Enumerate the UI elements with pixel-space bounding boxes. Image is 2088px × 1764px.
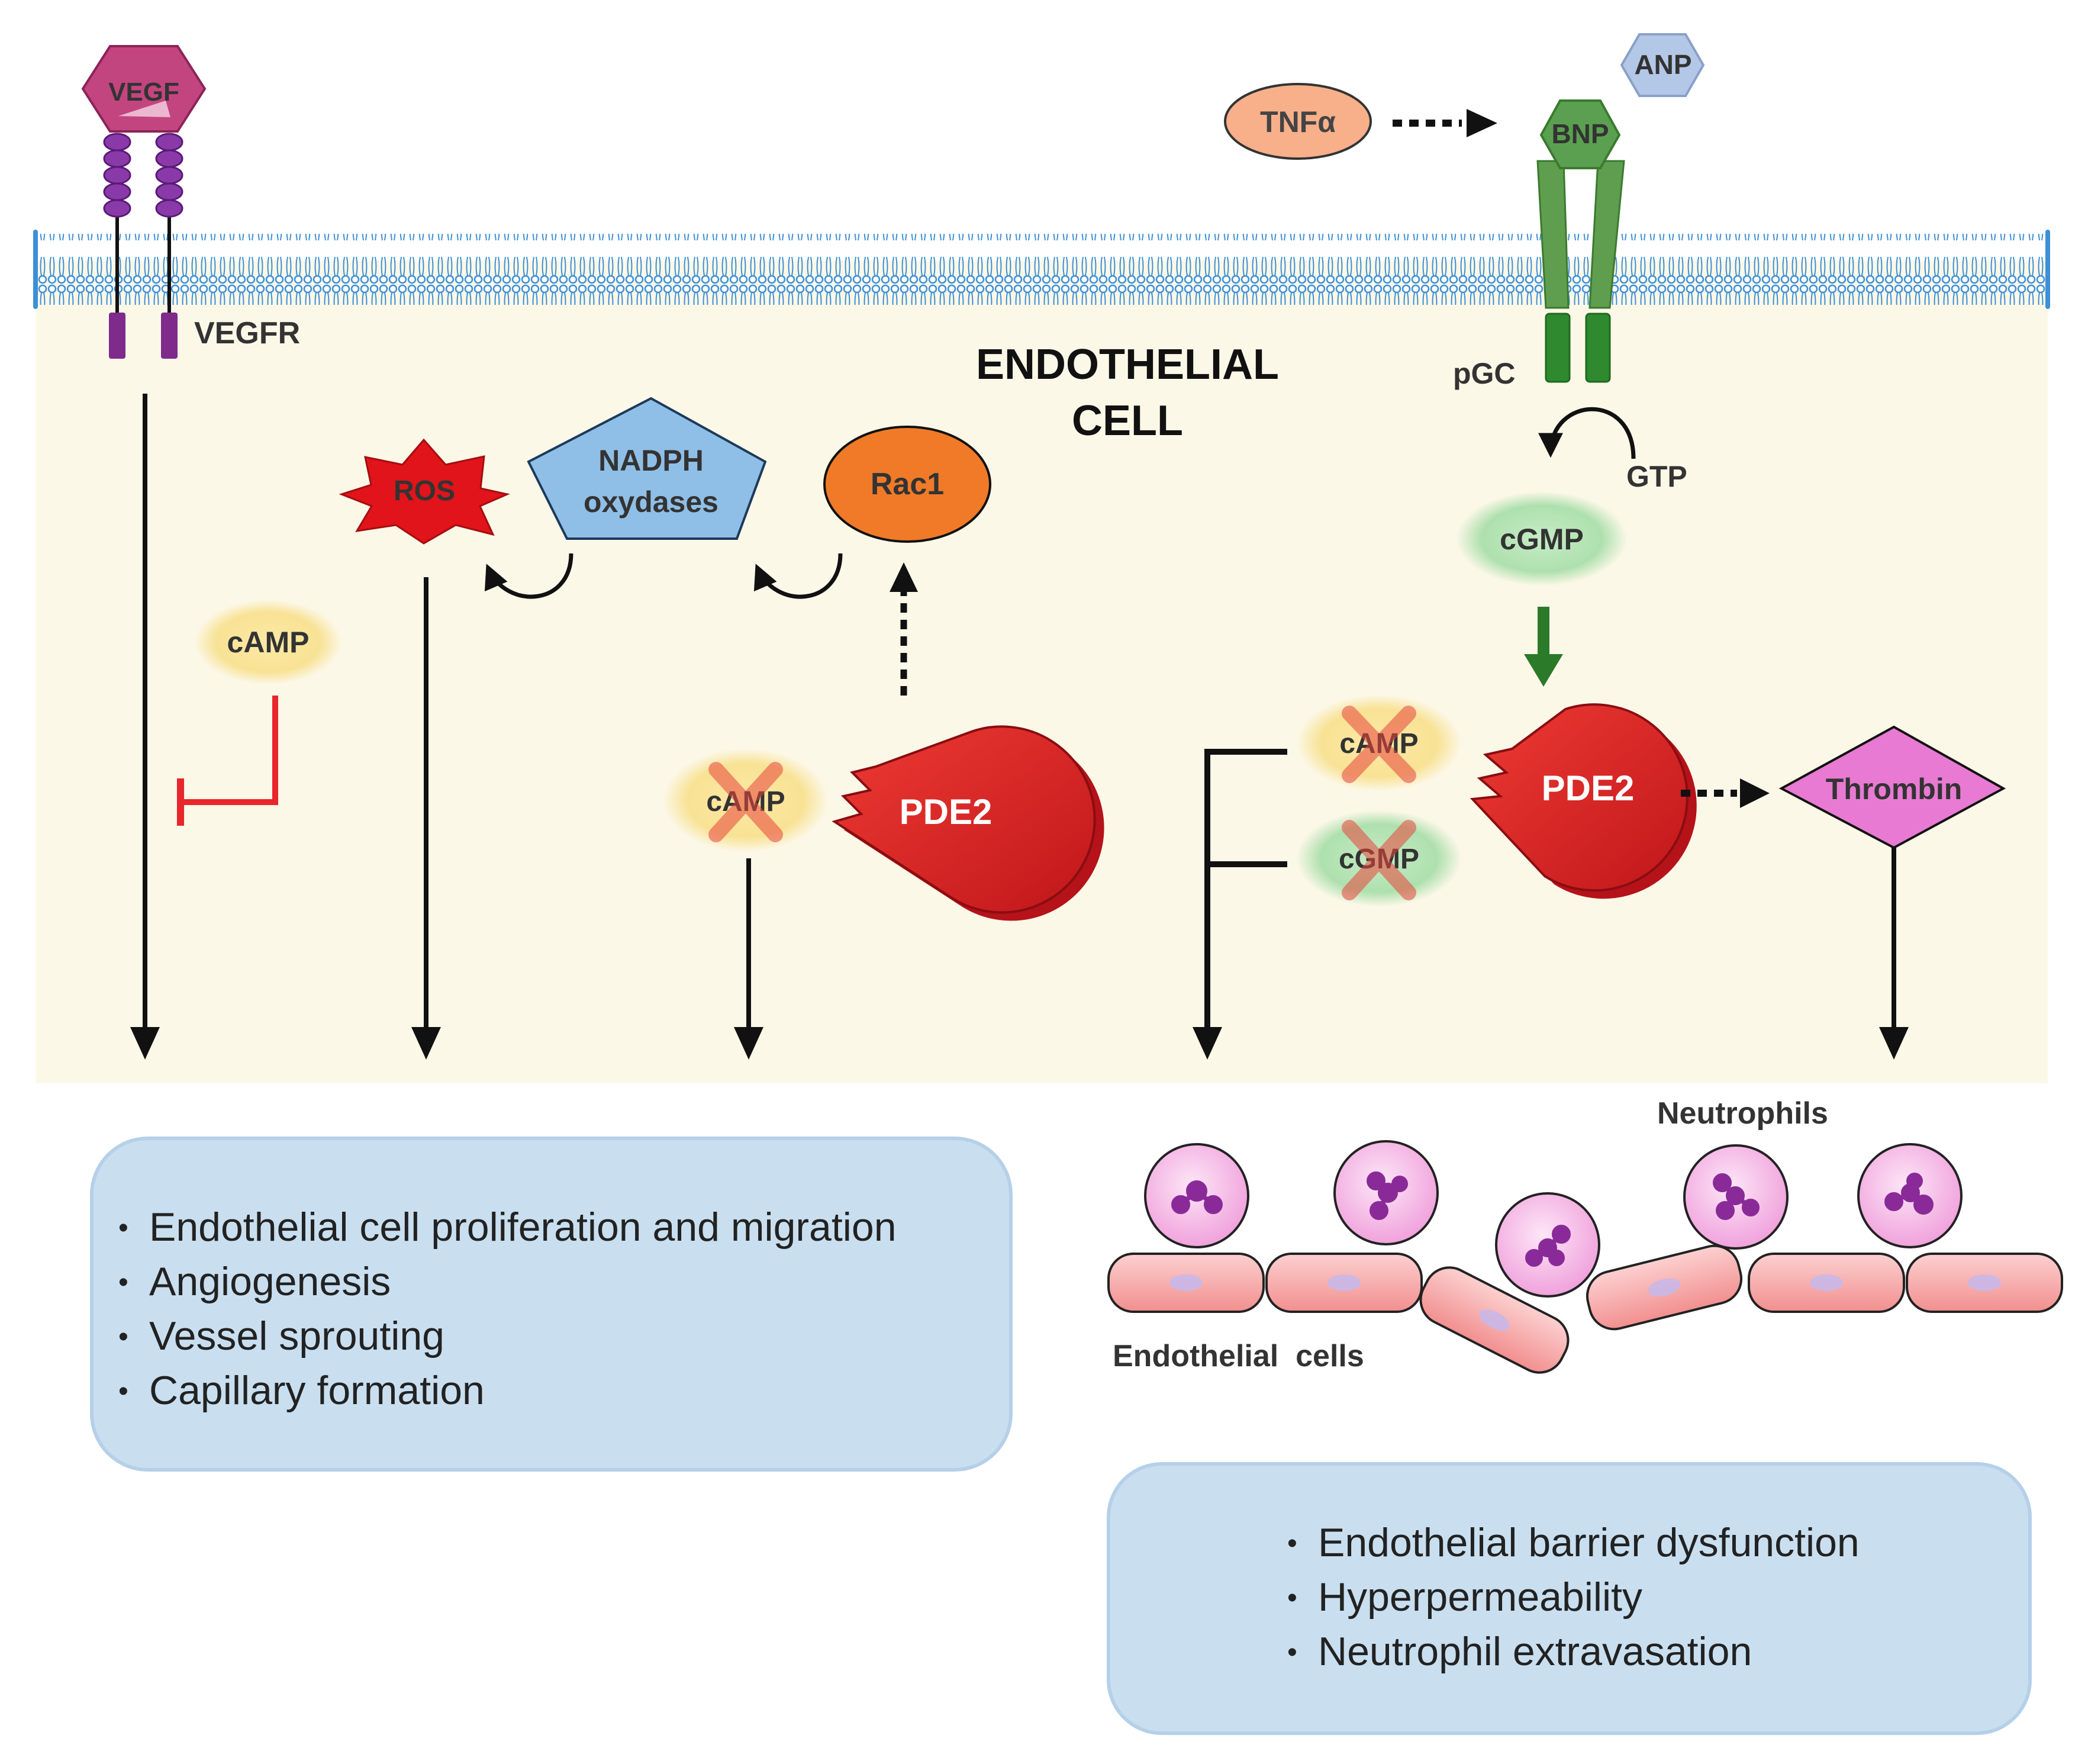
gtp-to-cgmp-arrow <box>1538 407 1636 459</box>
pgc-receptor <box>1536 99 1625 383</box>
endothelial-cell-title-line2: CELL <box>1072 397 1183 445</box>
right-outcome-item: Hyperpermeability <box>1287 1570 1860 1625</box>
neutrophil <box>1683 1144 1789 1250</box>
camp-inhibitor-glow <box>194 600 342 685</box>
pde2-right-label: PDE2 <box>1542 768 1635 808</box>
rac1-to-nadph-arrow <box>753 553 843 599</box>
cgmp-glow <box>1456 491 1628 586</box>
camp-left-cross-icon <box>708 762 783 842</box>
endothelial-cell-layer <box>1107 1244 2063 1374</box>
right-outcome-item: Endothelial barrier dysfunction <box>1287 1516 1860 1570</box>
endothelial-cell <box>1906 1253 2063 1313</box>
hydrolysis-bracket <box>1204 749 1287 1048</box>
pde2-right-pacman <box>1470 703 1697 899</box>
endothelial-cells-label: Endothelial cells <box>1113 1339 1364 1373</box>
pde2-left-label: PDE2 <box>900 792 993 832</box>
endothelial-cell-title-line1: ENDOTHELIAL <box>976 341 1279 388</box>
neutrophil <box>1144 1143 1249 1248</box>
pgc-label: pGC <box>1453 357 1516 390</box>
endothelial-cell <box>1265 1253 1423 1313</box>
cgmp-label: cGMP <box>1500 523 1584 556</box>
camp-inhibitor-label: cAMP <box>227 626 310 659</box>
cytoplasm-area <box>36 260 2048 1083</box>
cell-membrane <box>33 230 2050 309</box>
right-outcome-list: Endothelial barrier dysfunction Hyperper… <box>1287 1516 1860 1679</box>
neutrophil-group <box>1144 1140 1963 1298</box>
rac1-label: Rac1 <box>871 467 944 501</box>
vegf-receptor-complex <box>81 45 207 359</box>
neutrophil <box>1495 1192 1600 1298</box>
left-outcome-item: Capillary formation <box>118 1364 897 1418</box>
neutrophil <box>1857 1143 1963 1248</box>
endothelial-cell <box>1748 1253 1905 1313</box>
anp-hexagon <box>1620 33 1705 97</box>
neutrophils-label: Neutrophils <box>1657 1096 1828 1131</box>
camp-inhibition-line <box>183 696 278 805</box>
camp-right-cross-icon <box>1342 706 1416 783</box>
bnp-label: BNP <box>1551 118 1609 149</box>
endothelial-cell <box>1586 1244 1743 1331</box>
vegf-label: VEGF <box>108 78 179 107</box>
nadph-label-line2: oxydases <box>584 485 718 519</box>
ros-star-shape <box>339 438 510 545</box>
right-outcome-item: Neutrophil extravasation <box>1287 1625 1860 1679</box>
nadph-to-ros-arrow <box>484 553 573 599</box>
left-outcome-item: Angiogenesis <box>118 1255 897 1309</box>
neutrophil <box>1333 1140 1439 1245</box>
cgmp-right-cross-icon <box>1342 820 1416 900</box>
ros-label: ROS <box>394 475 455 507</box>
vegfr-label: VEGFR <box>194 316 300 350</box>
left-outcome-list: Endothelial cell proliferation and migra… <box>118 1200 897 1418</box>
vegf-hexagon-shape <box>81 45 207 133</box>
endothelial-cell <box>1419 1266 1570 1374</box>
gtp-label: GTP <box>1626 460 1687 493</box>
anp-label: ANP <box>1634 49 1691 80</box>
thrombin-label: Thrombin <box>1826 772 1963 806</box>
pde2-left-pacman <box>832 725 1104 921</box>
rac1-ellipse <box>823 426 991 543</box>
nadph-label-line1: NADPH <box>598 444 704 477</box>
left-outcome-item: Vessel sprouting <box>118 1309 897 1364</box>
tnfa-label: TNFα <box>1260 105 1336 139</box>
endothelial-cell <box>1107 1253 1265 1313</box>
tnfa-ellipse <box>1224 83 1372 160</box>
nadph-oxydases-pentagon <box>527 397 767 540</box>
left-outcome-item: Endothelial cell proliferation and migra… <box>118 1200 897 1255</box>
